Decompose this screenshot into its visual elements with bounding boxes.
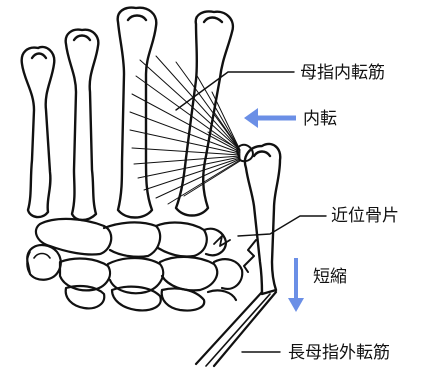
shortening-arrow [288, 258, 304, 312]
adduction-arrow [244, 108, 296, 128]
label-adductor-pollicis: 母指内転筋 [300, 63, 385, 83]
carpal-bones [27, 219, 242, 311]
abductor-pollicis-longus-tendon [196, 292, 276, 366]
thumb-metacarpal [237, 144, 280, 294]
label-shortening: 短縮 [313, 267, 347, 287]
label-abductor-pollicis-longus: 長母指外転筋 [288, 343, 390, 363]
little-finger-metacarpal [22, 47, 55, 217]
label-adduction: 内転 [303, 109, 337, 129]
ring-finger-metacarpal [66, 30, 99, 220]
middle-finger-metacarpal [118, 8, 157, 218]
label-proximal-fragment: 近位骨片 [331, 206, 399, 226]
leader-fragment [238, 216, 326, 236]
